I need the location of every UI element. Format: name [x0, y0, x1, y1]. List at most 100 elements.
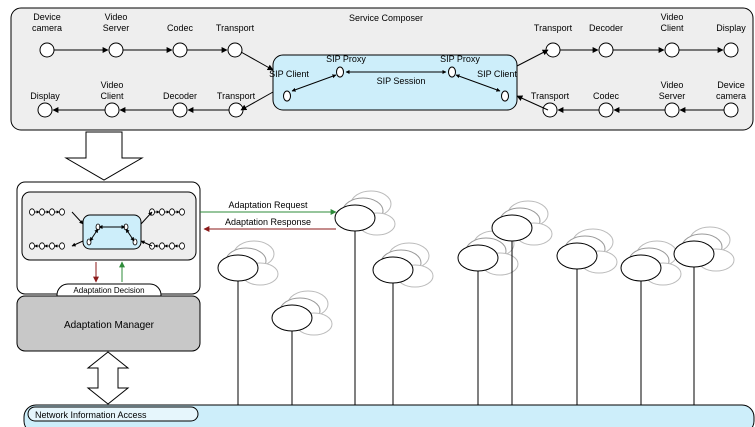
- mini-node: [59, 208, 65, 216]
- label-line: Server: [103, 23, 130, 33]
- network-node: [620, 240, 682, 405]
- network-node-body: [620, 254, 662, 282]
- label-line: Client: [660, 23, 684, 33]
- network-information-bar: [23, 404, 755, 427]
- bottom-right-node-device-camera: [723, 102, 739, 118]
- edge-session-to-transport-right: [516, 49, 549, 67]
- network-node-body: [271, 304, 313, 332]
- mini-session-edge-left: [89, 228, 99, 242]
- mini-node: [49, 208, 55, 216]
- mini-node: [29, 242, 35, 250]
- mini-node: [49, 242, 55, 250]
- label-line: Server: [659, 91, 686, 101]
- mini-session-edge-right: [125, 228, 135, 242]
- network-nodes: [217, 190, 735, 405]
- sip-proxy-left-label: SIP Proxy: [326, 54, 366, 64]
- bottom-right-node-transport: [542, 102, 558, 118]
- top-left-node-device-camera: [39, 42, 55, 58]
- bottom-left-label-display: Display: [30, 91, 60, 101]
- network-node-body: [457, 244, 499, 272]
- adaptation-manager-label: Adaptation Manager: [64, 320, 155, 331]
- top-left-node-codec: [172, 42, 188, 58]
- top-left-label-codec: Codec: [167, 23, 194, 33]
- top-right-label-display: Display: [716, 23, 746, 33]
- bottom-left-node-decoder: [172, 102, 188, 118]
- network-node-body: [217, 254, 259, 282]
- service-composer-title: Service Composer: [349, 13, 423, 23]
- label-line: camera: [32, 23, 62, 33]
- sip-client-left-node: [283, 90, 291, 102]
- mini-node: [29, 208, 35, 216]
- network-node: [334, 190, 396, 405]
- mini-out-edge: [140, 211, 153, 225]
- sip-session-box: [272, 54, 518, 111]
- edge-transport-right-to-session: [516, 95, 549, 111]
- mini-node: [179, 242, 185, 250]
- mini-node: [39, 242, 45, 250]
- network-node: [491, 200, 553, 405]
- top-left-node-transport: [227, 42, 243, 58]
- network-node-body: [673, 240, 715, 268]
- mini-node: [179, 208, 185, 216]
- mini-in-edge-b: [71, 240, 84, 247]
- bottom-left-node-display: [37, 102, 53, 118]
- network-node: [271, 290, 333, 405]
- mini-node: [169, 208, 175, 216]
- sip-proxy-right-label: SIP Proxy: [440, 54, 480, 64]
- network-node: [673, 226, 735, 405]
- service-composer: Service Composer SIP Proxy SIP Proxy SIP…: [10, 7, 754, 131]
- network-node-body: [556, 242, 598, 270]
- network-node: [556, 228, 618, 405]
- adaptation-decision-label: Adaptation Decision: [73, 286, 144, 295]
- mini-node: [169, 242, 175, 250]
- top-left-node-video-server: [108, 42, 124, 58]
- label-line: Device: [717, 80, 745, 90]
- composer-down-arrow: [64, 131, 144, 181]
- label-line: camera: [716, 91, 746, 101]
- label-line: Video: [661, 12, 684, 22]
- network-node: [217, 240, 279, 405]
- network-node-body: [334, 204, 376, 232]
- mini-out-edge-b: [140, 240, 153, 247]
- network-node: [457, 230, 519, 405]
- label-line: Video: [661, 80, 684, 90]
- bottom-right-node-codec: [598, 102, 614, 118]
- sip-client-left-label-line: SIP Client: [269, 69, 309, 79]
- top-right-label-transport: Transport: [534, 23, 573, 33]
- mini-session-box: [82, 214, 142, 250]
- bottom-right-label-transport: Transport: [531, 91, 570, 101]
- mini-node: [39, 208, 45, 216]
- sip-client-left-label: SIP Client: [269, 69, 309, 79]
- adaptation-request-label: Adaptation Request: [228, 200, 308, 210]
- sip-session-label: SIP Session: [377, 76, 426, 86]
- sip-left-edge: [291, 74, 337, 92]
- top-right-node-transport: [545, 42, 561, 58]
- top-right-node-decoder: [598, 42, 614, 58]
- mini-in-edge: [71, 211, 84, 225]
- adaptation-manager-box: [16, 295, 201, 352]
- manager-network-double-arrow: [86, 351, 130, 405]
- bottom-right-node-video-server: [664, 102, 680, 118]
- sip-right-edge: [455, 74, 501, 92]
- network-information-tab: [27, 406, 199, 422]
- network-node-body: [372, 256, 414, 284]
- top-right-node-display: [723, 42, 739, 58]
- bottom-left-node-video-client: [104, 102, 120, 118]
- edge-transport-to-session: [240, 51, 274, 71]
- sip-client-right-label: SIP Client: [477, 69, 517, 79]
- mini-node: [159, 242, 165, 250]
- network-node-body: [491, 214, 533, 242]
- top-right-node-video-client: [664, 42, 680, 58]
- bottom-left-label-decoder: Decoder: [163, 91, 197, 101]
- label-line: Client: [100, 91, 124, 101]
- sip-proxy-right-node: [448, 66, 456, 78]
- mini-node: [59, 242, 65, 250]
- mini-node: [159, 208, 165, 216]
- network-node: [372, 242, 434, 405]
